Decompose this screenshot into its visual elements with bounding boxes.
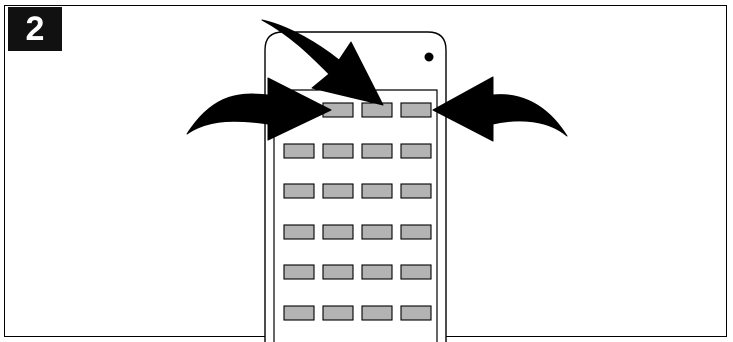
remote-button-r4-c4 [401,225,431,239]
remote-button-r2-c2 [323,144,353,158]
remote-button-r4-c2 [323,225,353,239]
remote-button-r2-c4 [401,144,431,158]
remote-button-r5-c3 [362,265,392,279]
remote-button-r1-c3 [362,103,392,117]
remote-button-r6-c2 [323,306,353,320]
led-indicator-icon [425,53,434,62]
remote-button-r3-c1 [284,184,314,198]
remote-button-r6-c1 [284,306,314,320]
remote-button-r3-c4 [401,184,431,198]
remote-button-r4-c3 [362,225,392,239]
remote-button-r4-c1 [284,225,314,239]
remote-button-r6-c4 [401,306,431,320]
right-arrow-icon [433,77,567,141]
remote-button-r3-c2 [323,184,353,198]
remote-button-r2-c1 [284,144,314,158]
remote-button-r3-c3 [362,184,392,198]
remote-button-r5-c1 [284,265,314,279]
remote-button-r5-c2 [323,265,353,279]
remote-button-r6-c3 [362,306,392,320]
remote-button-r5-c4 [401,265,431,279]
remote-button-r1-c4 [401,103,431,117]
step-number-badge: 2 [8,7,62,51]
remote-button-r2-c3 [362,144,392,158]
